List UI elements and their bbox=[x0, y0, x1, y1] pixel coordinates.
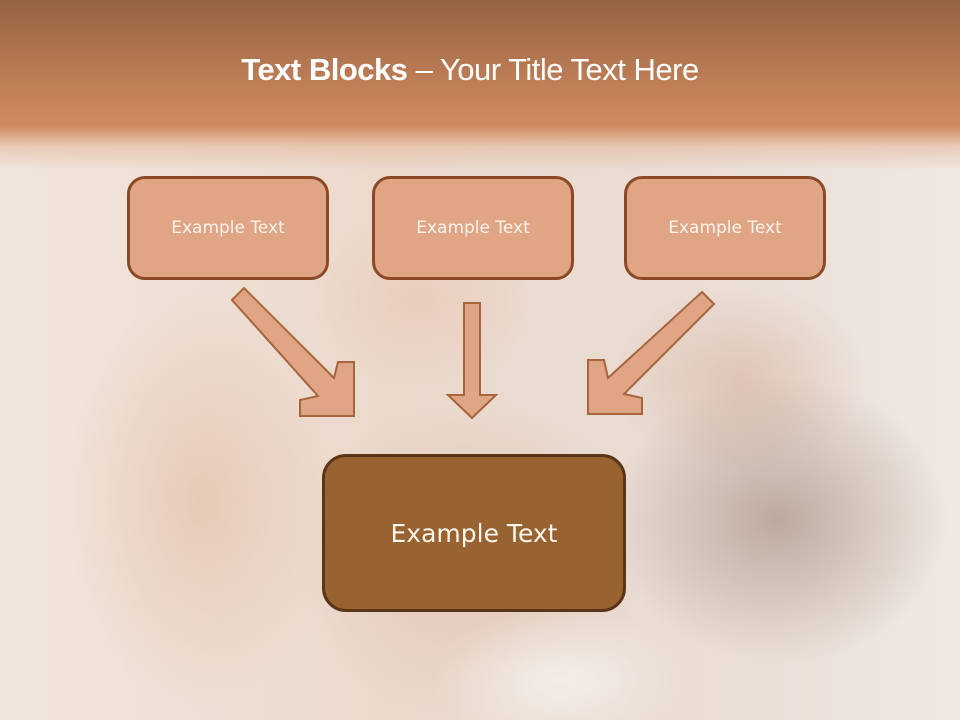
text-block-bottom[interactable]: Example Text bbox=[322, 454, 626, 612]
title-rest: Your Title Text Here bbox=[439, 52, 699, 87]
title-bold: Text Blocks bbox=[241, 52, 408, 87]
slide-title: Text Blocks – Your Title Text Here bbox=[0, 52, 940, 88]
text-block-top-left[interactable]: Example Text bbox=[127, 176, 329, 280]
text-block-label: Example Text bbox=[390, 518, 558, 548]
title-banner bbox=[0, 0, 960, 170]
text-block-label: Example Text bbox=[171, 218, 285, 238]
text-block-top-center[interactable]: Example Text bbox=[372, 176, 574, 280]
text-block-top-right[interactable]: Example Text bbox=[624, 176, 826, 280]
text-block-label: Example Text bbox=[416, 218, 530, 238]
text-block-label: Example Text bbox=[668, 218, 782, 238]
title-separator: – bbox=[407, 52, 440, 87]
